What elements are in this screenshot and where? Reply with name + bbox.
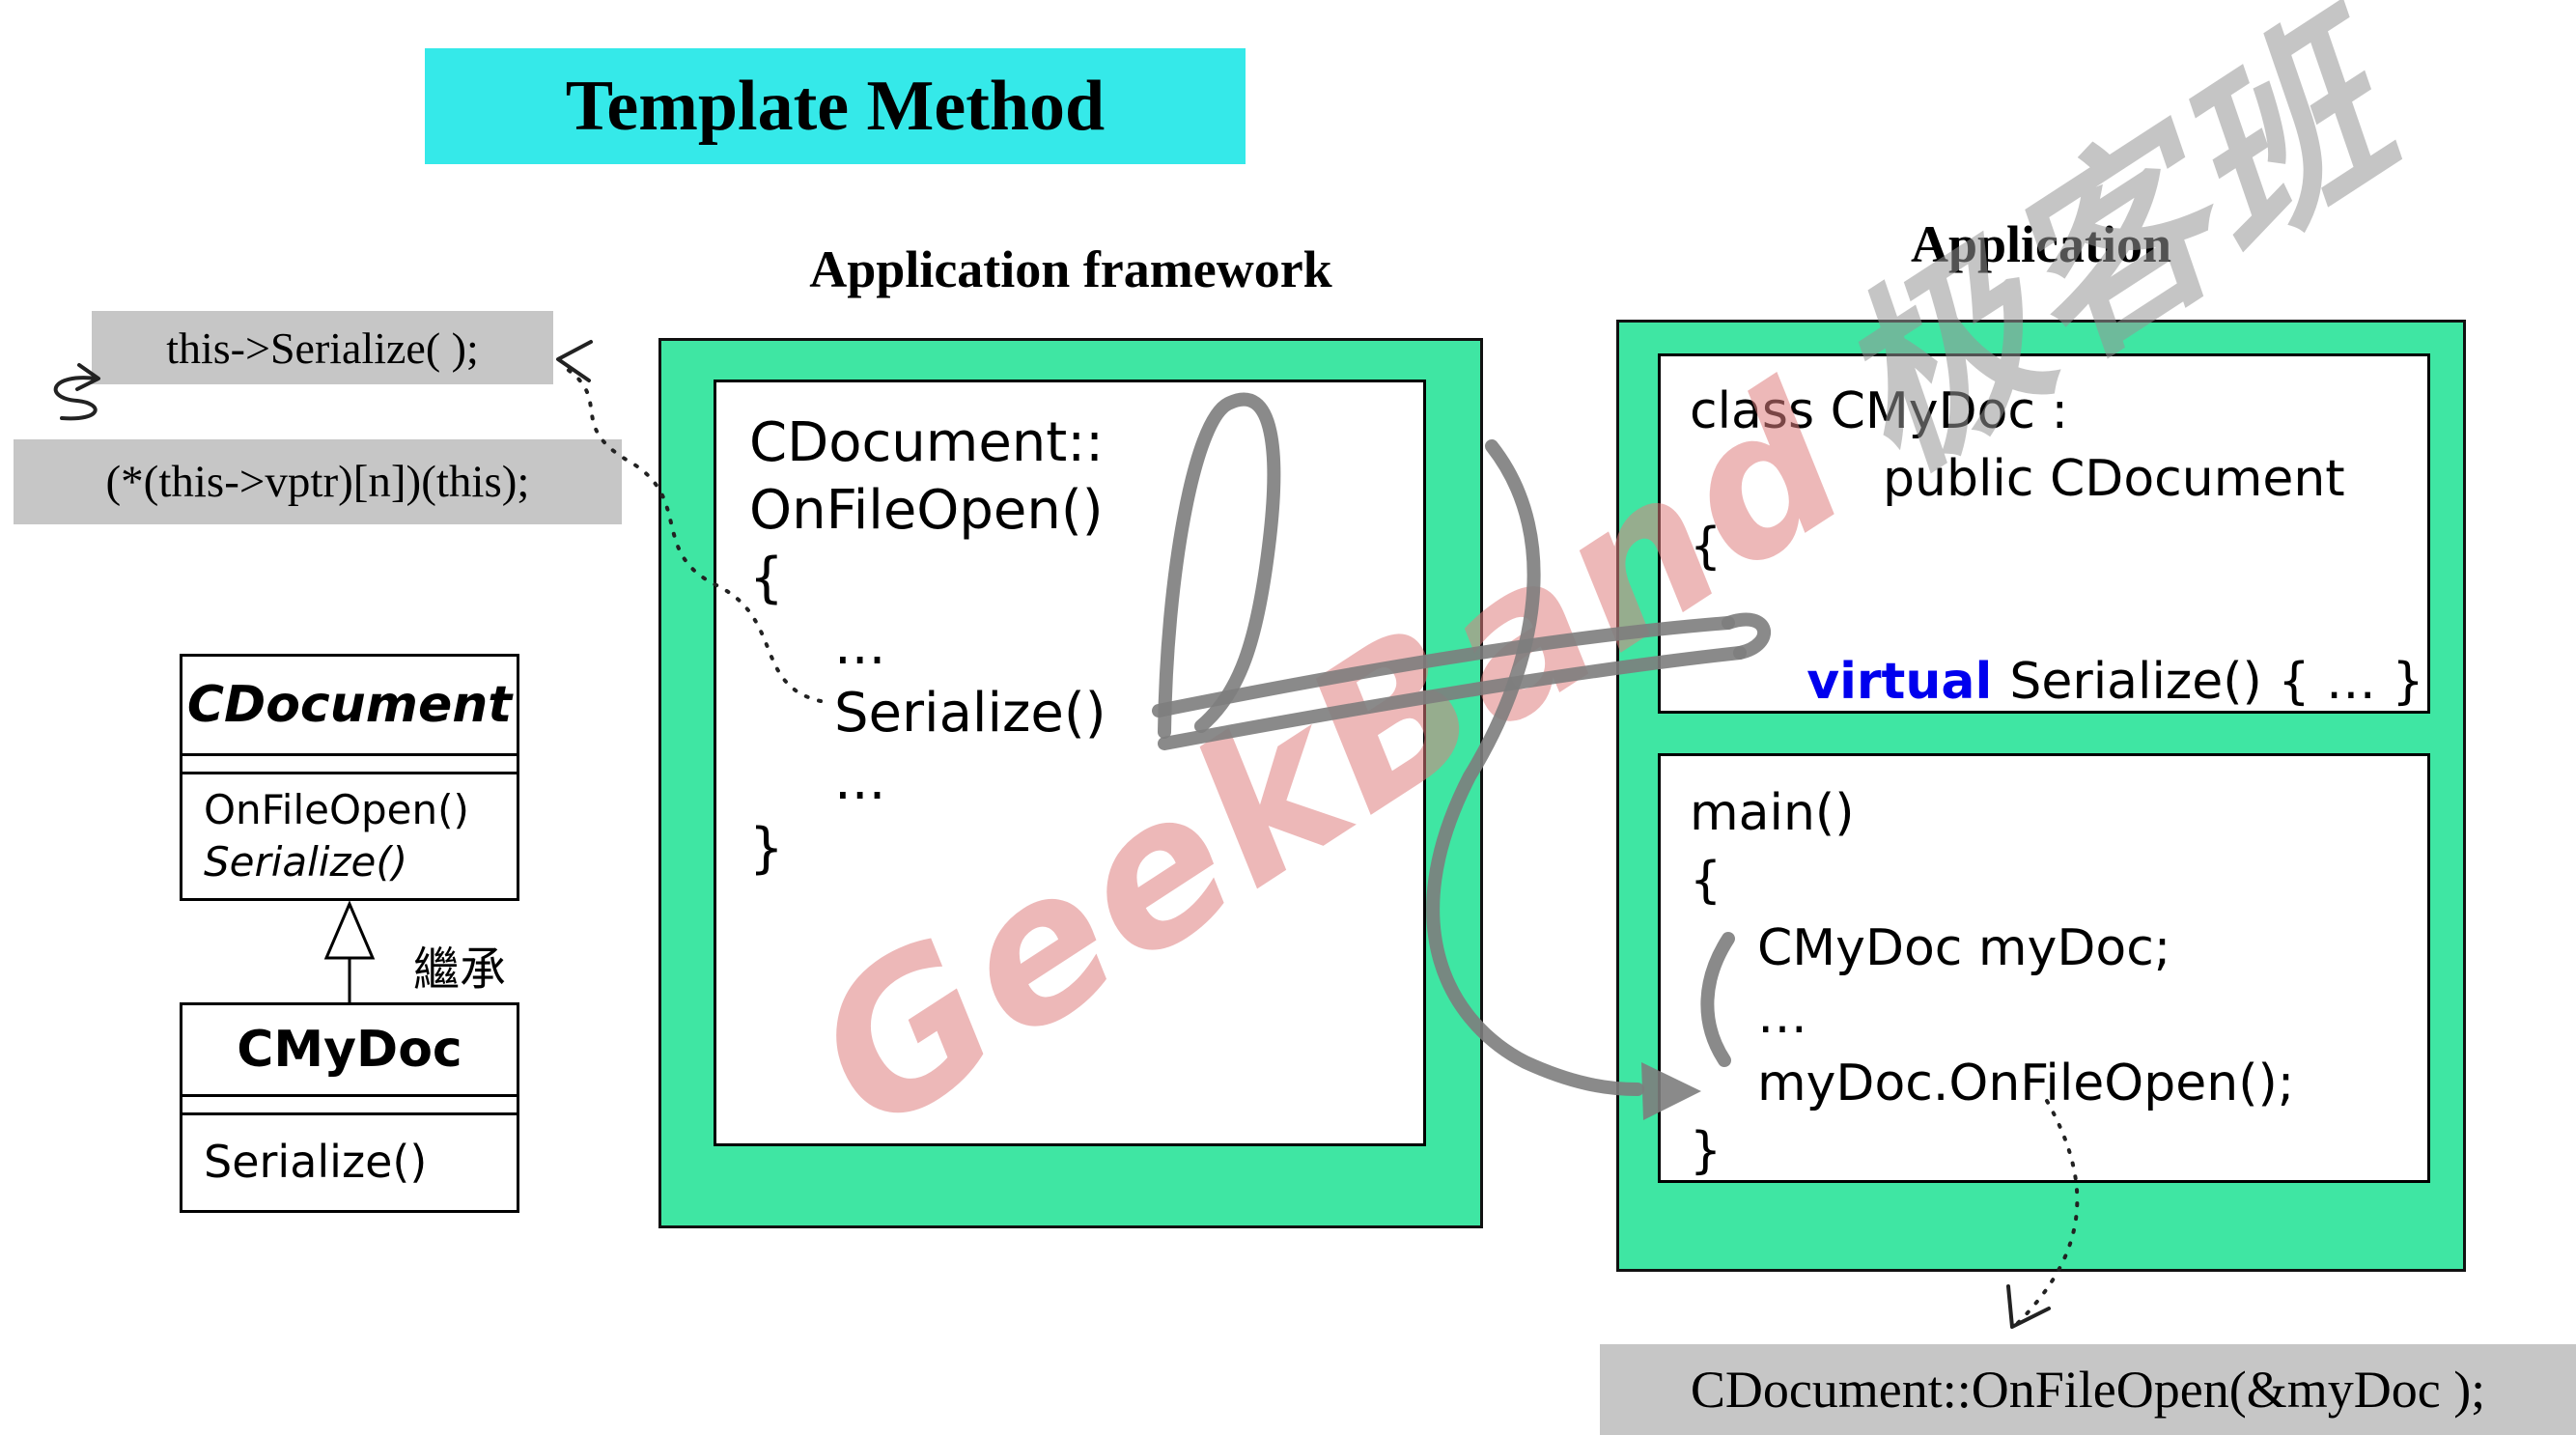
heading-application: Application	[1910, 215, 2172, 273]
dotted-link-arrowhead-icon	[2006, 1284, 2051, 1329]
page-title: Template Method	[565, 66, 1106, 146]
virtual-rest: Serialize() { … }	[2009, 653, 2424, 711]
code-line: ...	[834, 749, 886, 812]
code-line: }	[1690, 1122, 1722, 1180]
code-line: …	[1757, 987, 1807, 1045]
uml-cmydoc-method-serialize: Serialize()	[204, 1136, 428, 1188]
code-line: public CDocument	[1883, 450, 2345, 508]
callout-this-serialize: this->Serialize( );	[92, 311, 553, 384]
code-line: }	[749, 817, 784, 880]
code-line-serialize-call: Serialize()	[834, 682, 1106, 745]
code-line: OnFileOpen()	[749, 479, 1104, 542]
callout-vptr-call: (*(this->vptr)[n])(this);	[14, 439, 622, 524]
framework-code-box: CDocument:: OnFileOpen() { ... Serialize…	[714, 380, 1426, 1146]
inheritance-label: 繼承	[413, 943, 507, 997]
curl-arrow-icon	[53, 376, 98, 421]
code-line: CDocument::	[749, 411, 1104, 474]
uml-class-cdocument: CDocument OnFileOpen() Serialize()	[180, 654, 519, 901]
code-line: class CMyDoc :	[1690, 382, 2069, 440]
uml-attributes-compartment	[182, 1097, 517, 1115]
virtual-keyword: virtual	[1806, 653, 1993, 711]
code-line: main()	[1690, 784, 1855, 842]
code-line: ...	[834, 614, 886, 677]
inheritance-triangle-icon	[323, 900, 376, 960]
code-line: CMyDoc myDoc;	[1757, 919, 2171, 977]
cmydoc-class-box: class CMyDoc : public CDocument { virtua…	[1658, 353, 2430, 846]
code-line-virtual-serialize: virtual Serialize() { … }	[1690, 580, 2427, 783]
uml-attributes-compartment	[182, 756, 517, 774]
heading-application-framework: Application framework	[809, 240, 1332, 298]
uml-cdocument-method-serialize: Serialize()	[204, 838, 408, 886]
main-code-box: main() { CMyDoc myDoc; … myDoc.OnFileOpe…	[1658, 753, 2430, 1183]
code-line: {	[749, 547, 784, 609]
uml-class-cmydoc: CMyDoc Serialize()	[180, 1002, 519, 1213]
dotted-link-arrowhead-icon	[556, 340, 593, 382]
title-banner: Template Method	[425, 48, 1246, 164]
uml-cdocument-name: CDocument	[182, 657, 517, 756]
code-line: {	[1690, 518, 1722, 576]
uml-cdocument-method-onfileopen: OnFileOpen()	[204, 786, 469, 833]
uml-cmydoc-name: CMyDoc	[182, 1005, 517, 1097]
code-line-onfileopen-call: myDoc.OnFileOpen();	[1757, 1055, 2295, 1112]
bottom-call-note: CDocument::OnFileOpen(&myDoc );	[1600, 1344, 2576, 1435]
code-line: {	[1690, 852, 1722, 910]
